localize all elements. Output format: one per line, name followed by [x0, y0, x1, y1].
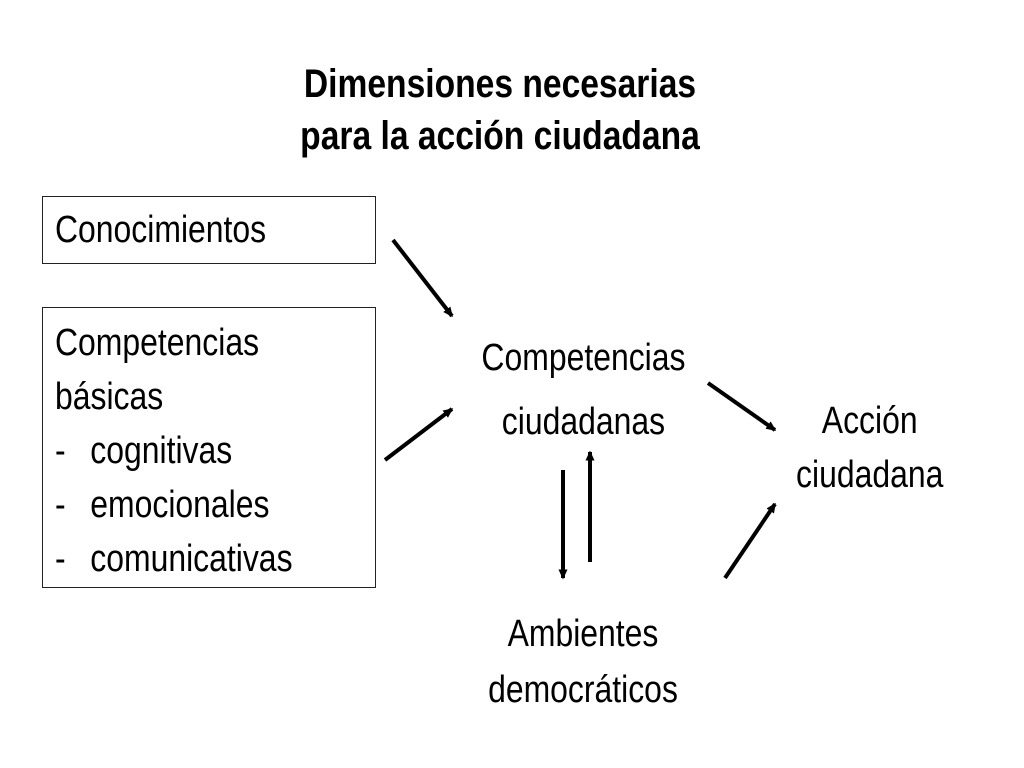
competencia-item-cognitivas: -cognitivas — [55, 424, 293, 478]
arrow-ambientes-democraticos-to-accion-ciudadana — [723, 502, 777, 580]
competencias-ciudadanas-line-2: ciudadanas — [501, 401, 665, 443]
bullet-dash: - — [55, 484, 66, 526]
competencia-item-label: cognitivas — [90, 430, 233, 472]
accion-ciudadana-line-1: Acción — [822, 400, 918, 442]
competencia-item-label: comunicativas — [90, 538, 293, 580]
competencia-item-comunicativas: -comunicativas — [55, 532, 293, 586]
title-line-2: para la acción ciudadana — [300, 114, 700, 158]
bullet-dash: - — [55, 430, 66, 472]
accion-ciudadana-line-2: ciudadana — [796, 454, 944, 496]
bullet-dash: - — [55, 538, 66, 580]
competencia-item-label: emocionales — [90, 484, 270, 526]
conocimientos-box: Conocimientos — [42, 196, 376, 264]
competencia-item-emocionales: -emocionales — [55, 478, 293, 532]
competencias-basicas-heading-line-2: básicas — [55, 376, 164, 418]
arrow-conocimientos-to-competencias-ciudadanas — [391, 238, 454, 318]
conocimientos-label: Conocimientos — [55, 209, 267, 251]
ambientes-democraticos-line-2: democráticos — [488, 669, 678, 711]
ambientes-democraticos-node: Ambientes democráticos — [438, 606, 728, 718]
competencias-basicas-text: Competencias básicas -cognitivas -emocio… — [55, 316, 293, 586]
diagram-title: Dimensiones necesarias para la acción ci… — [80, 58, 920, 162]
title-line-1: Dimensiones necesarias — [303, 62, 697, 106]
ambientes-democraticos-line-1: Ambientes — [507, 613, 659, 655]
competencias-basicas-heading-line-1: Competencias — [55, 322, 260, 364]
accion-ciudadana-node: Acción ciudadana — [740, 394, 1000, 502]
competencias-basicas-box: Competencias básicas -cognitivas -emocio… — [42, 307, 376, 588]
competencias-ciudadanas-line-1: Competencias — [480, 337, 686, 379]
competencias-ciudadanas-node: Competencias ciudadanas — [438, 326, 728, 454]
